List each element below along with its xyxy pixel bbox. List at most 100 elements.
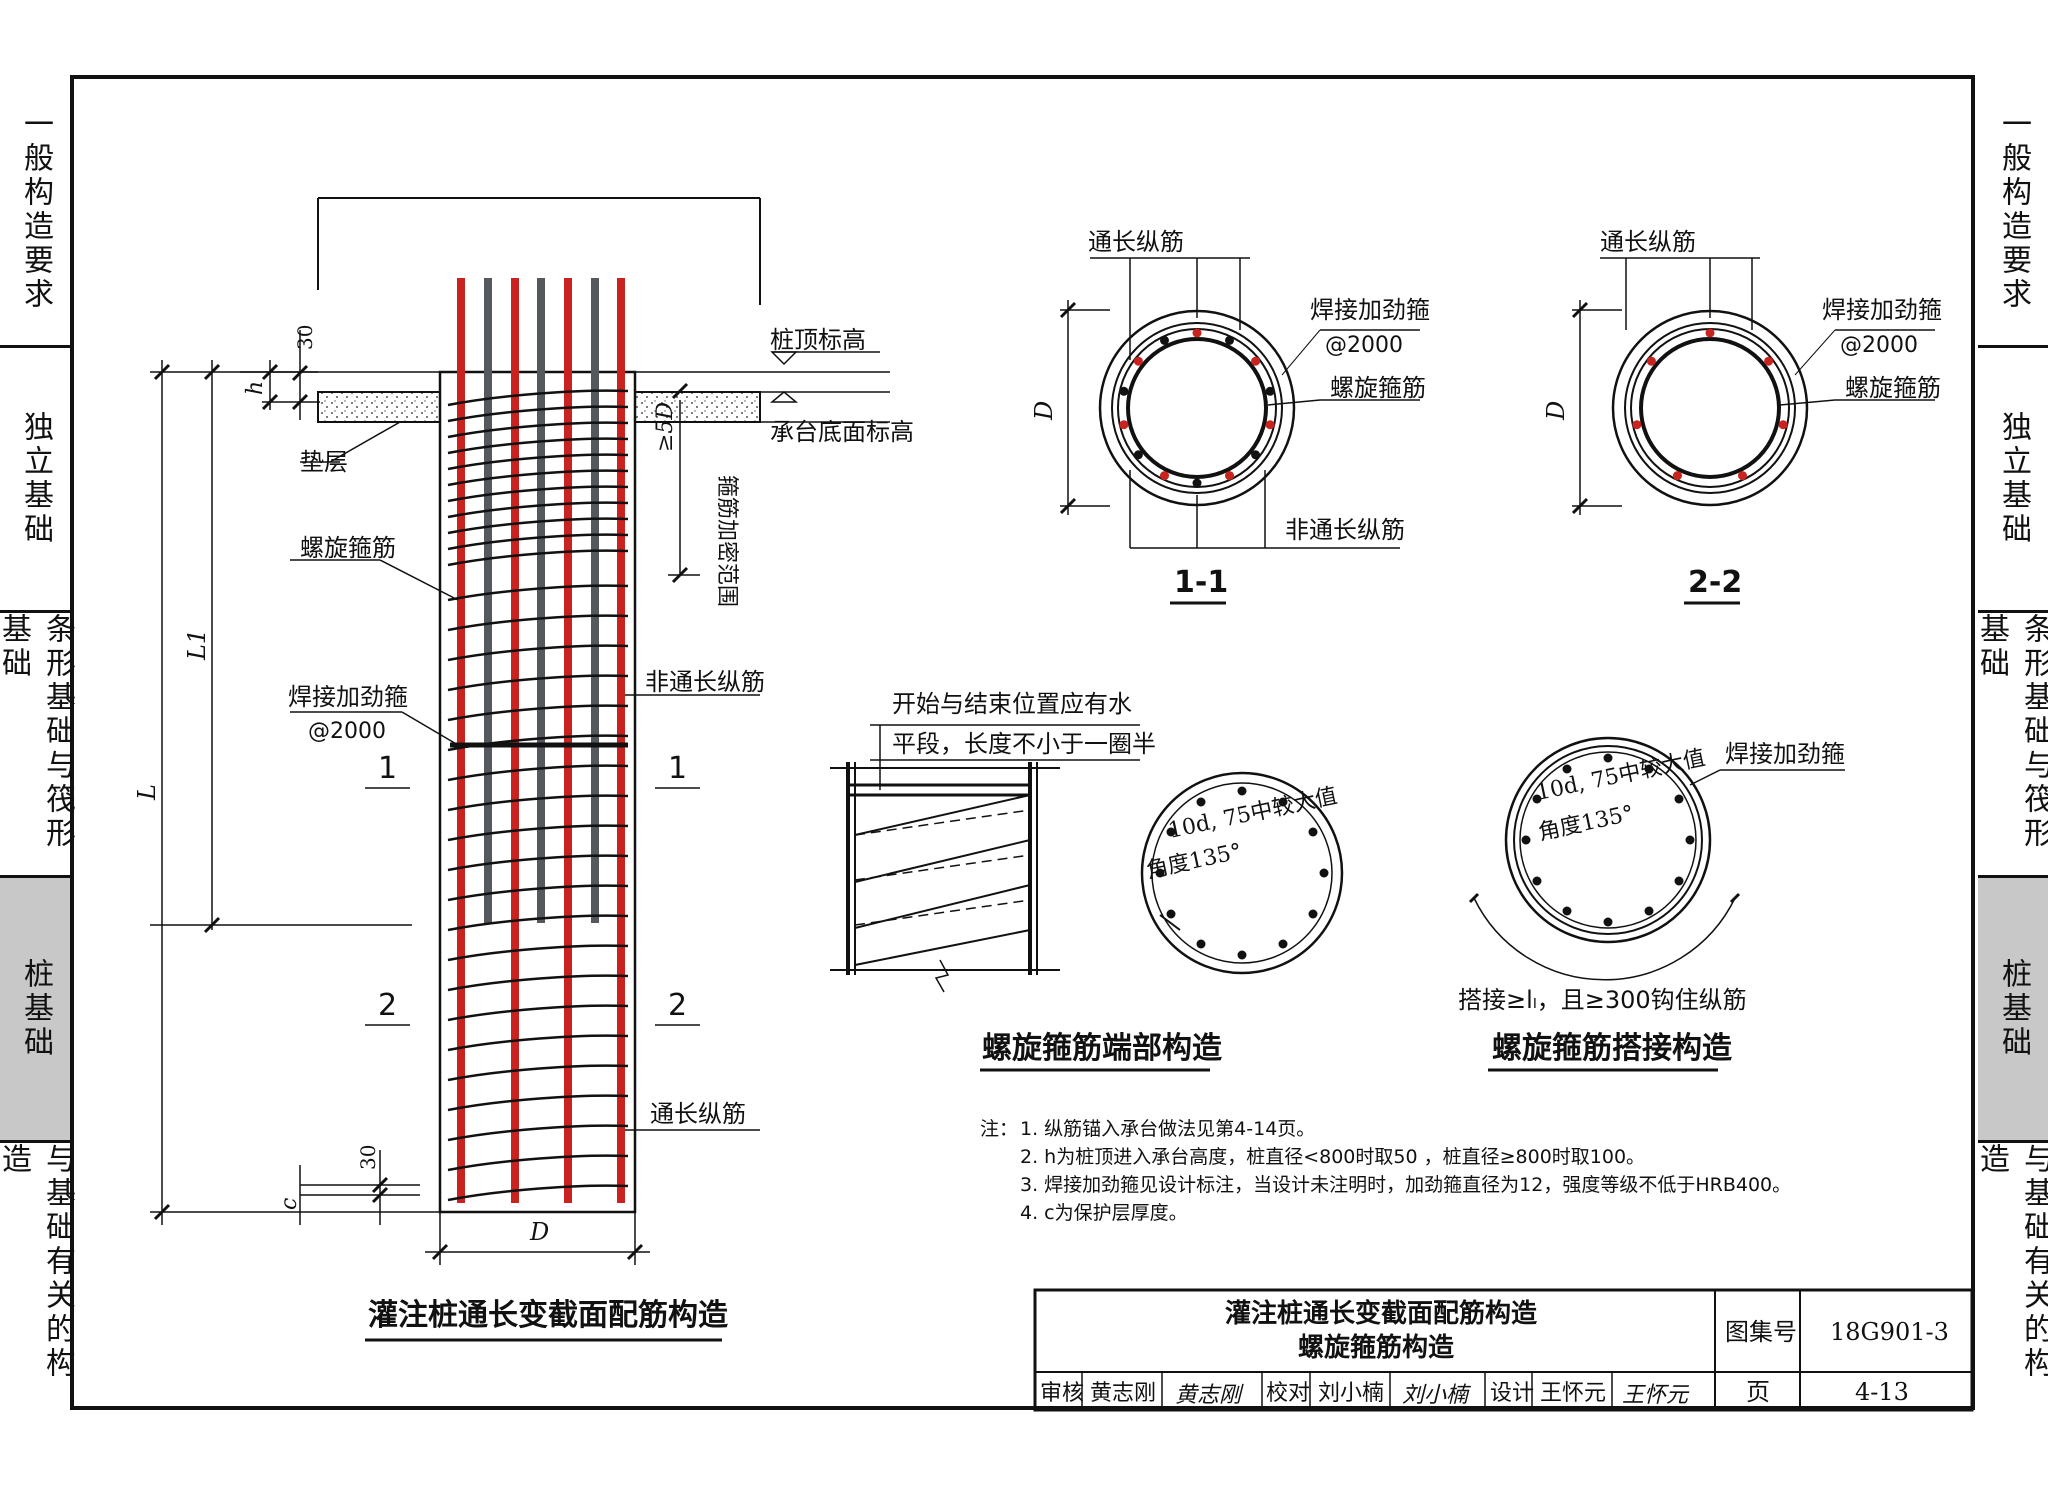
rebar-dot <box>1319 868 1329 878</box>
section-2-left: 2 <box>378 988 397 1023</box>
rebar-dot <box>1603 917 1613 927</box>
rebar-dot <box>1166 909 1176 919</box>
spiral-turn <box>447 974 629 992</box>
rebar-dot <box>1225 471 1234 481</box>
tab-general[interactable]: 一般构造要求 <box>18 108 53 312</box>
spiral-turn <box>447 854 629 872</box>
spiral-turn <box>447 1124 629 1142</box>
section-1-through-label: 通长纵筋 <box>1088 228 1184 256</box>
dim-L: L <box>133 784 161 801</box>
dim-L1: L1 <box>183 629 211 661</box>
rebar-dot <box>1644 764 1654 774</box>
lap-hook-line-2: 角度135° <box>1536 801 1636 846</box>
tab-pile-foundation[interactable]: 桩基础 <box>0 875 70 1140</box>
checker-name: 刘小楠 <box>1318 1381 1384 1406</box>
through-label: 通长纵筋 <box>650 1100 746 1128</box>
rebar-dot <box>1251 356 1261 366</box>
through-bar <box>617 278 625 1203</box>
rebar-dot <box>1225 335 1234 345</box>
section-1-title: 1-1 <box>1174 565 1228 600</box>
rebar-dot <box>1251 450 1261 460</box>
section-1-dim-D: D <box>1030 401 1058 421</box>
spiral-turn <box>447 824 629 842</box>
cap-elevation-marker <box>769 391 799 403</box>
spiral-turn <box>447 764 629 782</box>
main-caption: 灌注桩通长变截面配筋构造 <box>368 1298 728 1333</box>
spiral-turn <box>447 485 629 503</box>
tab-isolated-foundation-right[interactable]: 独立基础 <box>1978 345 2048 610</box>
rebar-dot <box>1196 797 1206 807</box>
rebar-dot <box>1562 764 1572 774</box>
spiral-turn <box>447 1004 629 1022</box>
section-2-right: 2 <box>668 988 687 1023</box>
check-label: 校对 <box>1266 1381 1310 1406</box>
spiral-turn <box>447 794 629 812</box>
spiral-turn <box>447 469 629 487</box>
tab-strip-raft-foundation[interactable]: 条形基础与筏形基础 <box>0 610 75 875</box>
rebar-dot <box>1160 335 1169 345</box>
rebar-dot <box>1160 471 1169 481</box>
dim-30-top: 30 <box>293 325 317 350</box>
section-1-ticks <box>1059 301 1077 515</box>
spiral-turn <box>447 533 629 551</box>
lap-note: 搭接≥lₗ，且≥300钩住纵筋 <box>1458 986 1747 1014</box>
spiral-turn <box>447 614 629 632</box>
rebar-dot <box>1119 420 1129 430</box>
dimension-ticks <box>153 363 689 1261</box>
section-1-spacing-label: @2000 <box>1325 333 1403 358</box>
cushion-label: 垫层 <box>300 448 348 476</box>
non-through-bar <box>591 278 599 923</box>
note-3: 3. 焊接加劲箍见设计标注，当设计未注明时，加劲箍直径为12，强度等级不低于HR… <box>1020 1174 1791 1196</box>
spiral-turn <box>447 914 629 932</box>
drawing-frame <box>70 75 1975 1410</box>
rebar-dot <box>1308 909 1318 919</box>
reviewer-name: 黄志刚 <box>1090 1381 1156 1406</box>
title-block <box>1033 1288 1974 1412</box>
spiral-turn <box>447 517 629 535</box>
tab-related-structures[interactable]: 与基础有关的构造 <box>0 1140 75 1410</box>
spiral-turn <box>447 389 629 407</box>
non-through-label: 非通长纵筋 <box>645 668 765 696</box>
notes-prefix: 注： <box>980 1118 1018 1140</box>
rebar-dot <box>1685 835 1695 845</box>
section-2-spacing-label: @2000 <box>1840 333 1918 358</box>
section-2-spiral-label: 螺旋箍筋 <box>1845 374 1941 402</box>
section-1-welded-label: 焊接加劲箍 <box>1310 296 1430 324</box>
spiral-turn <box>447 584 629 602</box>
tab-strip-raft-foundation-right[interactable]: 条形基础与筏形基础 <box>1974 610 2048 875</box>
rebar-dot <box>1308 827 1318 837</box>
lap-welded-label: 焊接加劲箍 <box>1725 740 1845 768</box>
non-through-bar <box>484 278 492 923</box>
rebar-dot <box>1673 471 1682 481</box>
spiral-label: 螺旋箍筋 <box>300 534 396 562</box>
section-2-bars <box>1632 328 1788 481</box>
top-elevation-label: 桩顶标高 <box>770 326 866 354</box>
tab-isolated-foundation[interactable]: 独立基础 <box>0 345 70 610</box>
rebar-dot <box>1133 356 1143 366</box>
page-number: 4-13 <box>1855 1378 1909 1406</box>
dense-zone-label: 箍筋加密范围 <box>714 475 739 607</box>
non-through-bar <box>537 278 545 923</box>
tab-pile-foundation-right[interactable]: 桩基础 <box>1978 875 2048 1140</box>
tab-related-structures-right[interactable]: 与基础有关的构造 <box>1974 1140 2048 1410</box>
section-2-ticks <box>1571 301 1589 515</box>
end-plan-bars <box>1155 786 1329 960</box>
rebar-dot <box>1562 906 1572 916</box>
note-1: 1. 纵筋锚入承台做法见第4-14页。 <box>1020 1118 1315 1140</box>
dim-D: D <box>529 1218 549 1246</box>
rebar-dot <box>1738 471 1747 481</box>
review-label: 审核 <box>1040 1381 1084 1406</box>
dim-c: c <box>277 1198 302 1210</box>
page-label: 页 <box>1746 1378 1770 1406</box>
tab-general-right[interactable]: 一般构造要求 <box>1996 108 2031 312</box>
rebar-dot <box>1278 797 1288 807</box>
section-1-right: 1 <box>668 751 687 786</box>
reviewer-signature: 黄志刚 <box>1175 1383 1244 1408</box>
section-1-spiral-label: 螺旋箍筋 <box>1330 374 1426 402</box>
section-1-left: 1 <box>378 751 397 786</box>
rebar-dot <box>1521 835 1531 845</box>
rebar-dot <box>1778 420 1788 430</box>
rebar-dot <box>1133 450 1143 460</box>
lap-plan-bars <box>1521 753 1695 927</box>
section-2-through-label: 通长纵筋 <box>1600 228 1696 256</box>
